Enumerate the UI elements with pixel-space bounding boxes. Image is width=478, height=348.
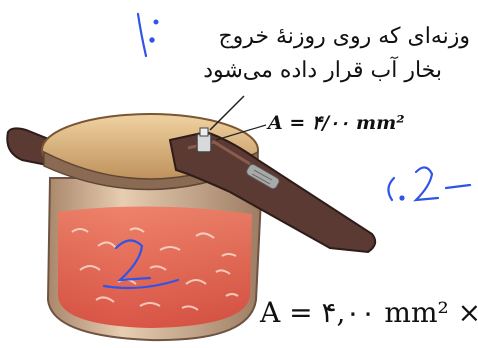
caption-line-1: وزنه‌ای که روی روزنهٔ خروج: [218, 24, 470, 49]
ink-mark-pot: [114, 239, 152, 282]
area-equation: A = ۴,۰۰ mm² ×: [260, 296, 478, 329]
area-pointer-line: [215, 124, 267, 141]
ink-mark-top: [136, 12, 148, 58]
food-texture: [71, 227, 239, 311]
long-handle: [168, 130, 377, 254]
ink-mark-right: [387, 176, 396, 202]
area-label: A = ۴/۰۰ mm²: [268, 112, 405, 134]
caption-line-2: بخار آب قرار داده می‌شود: [203, 58, 442, 83]
valve-pointer-line: [209, 95, 245, 131]
